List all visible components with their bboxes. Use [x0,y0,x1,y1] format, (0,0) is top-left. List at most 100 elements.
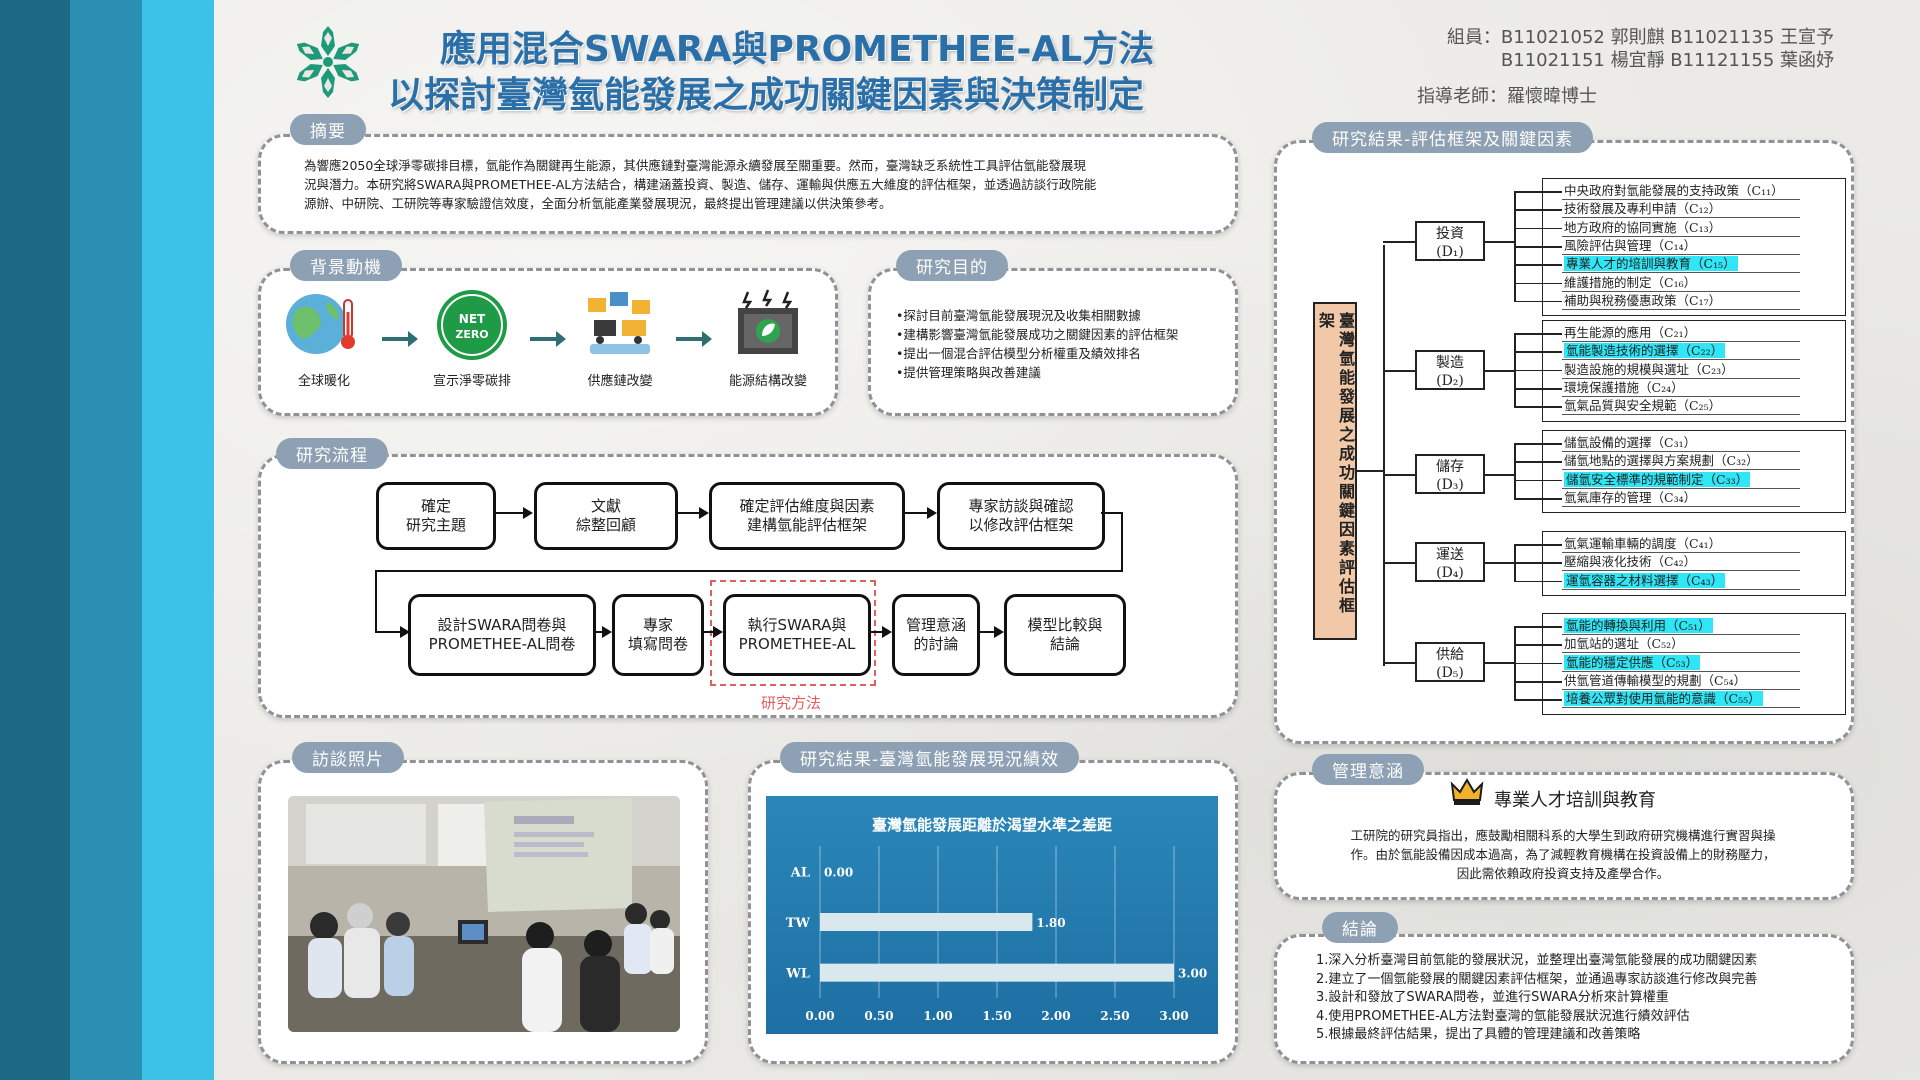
zero-badge-text: ZERO [455,328,488,341]
title-line-1: 應用混合SWARA與PROMETHEE-AL方法 [440,29,1155,70]
left-stripe-dark [0,0,70,1080]
abstract-panel [258,134,1238,234]
flow-arrow-1 [493,512,523,514]
abstract-line-1: 為響應2050全球淨零碳排目標，氫能作為關鍵再生能源，其供應鏈對臺灣能源永續發展… [304,158,1086,173]
bar-value-label: 1.80 [1036,916,1065,930]
bg-step-net-zero: 宣示淨零碳排 [432,374,511,389]
factor-item: 中央政府對氫能發展的支持政策（C₁₁） [1564,183,1784,199]
x-tick-label: 0.50 [864,1009,893,1023]
left-stripe-mid [70,0,142,1080]
flow-arrow-2 [675,512,699,514]
dimension-box-4: 運送(D₄) [1415,542,1485,582]
purpose-item-2: •建構影響臺灣氫能發展成功之關鍵因素的評估框架 [896,327,1179,342]
globe-thermometer-icon [286,294,355,354]
flow-arrow-3 [902,512,927,514]
dimension-code: (D₃) [1436,477,1464,493]
bg-step-global-warming: 全球暖化 [297,374,350,389]
implication-line-1: 工研院的研究員指出，應鼓勵相關科系的大學生到政府研究機構進行實習與操 [1350,828,1776,843]
bar-value-label: 0.00 [824,865,853,879]
photos-tag: 訪談照片 [292,742,404,773]
factor-item: 運氫容器之材料選擇（C₄₃） [1564,572,1726,588]
factor-item: 地方政府的協同實施（C₁₃） [1564,219,1722,235]
factor-item: 維護措施的制定（C₁₆） [1564,274,1697,290]
flow-box-implication: 管理意涵 的討論 [892,594,980,676]
flow-box-expert-interview: 專家訪談與確認 以修改評估框架 [937,482,1105,550]
flow-box-execute-swara: 執行SWARA與 PROMETHEE-AL [723,594,871,676]
flow-box-expert-fill: 專家 填寫問卷 [612,594,704,676]
flow-box-literature: 文獻 綜整回顧 [534,482,678,550]
abstract-line-2: 況與潛力。本研究將SWARA與PROMETHEE-AL方法結合，構建涵蓋投資、製… [304,177,1097,192]
factor-item: 氫氣運輸車輛的調度（C₄₁） [1564,536,1722,552]
factor-item: 氫氣品質與安全規範（C₂₅） [1564,398,1722,414]
dimension-name: 投資 [1436,226,1464,242]
dimension-code: (D₂) [1436,373,1464,389]
dimension-box-3: 儲存(D₃) [1415,454,1485,494]
x-tick-label: 2.00 [1041,1009,1070,1023]
interview-photo [288,796,680,1032]
dimension-code: (D₅) [1436,665,1464,681]
y-category-label: TW [786,916,811,931]
purpose-item-4: •提供管理策略與改善建議 [896,365,1041,380]
x-tick-label: 1.50 [982,1009,1011,1023]
y-category-label: AL [790,865,810,880]
factor-item: 供氫管道傳輸模型的規劃（C₅₄） [1564,673,1747,689]
factor-item: 儲氫設備的選擇（C₃₁） [1564,435,1697,451]
bar-tw [820,913,1033,931]
flow-connector-right [1101,512,1123,514]
factor-item: 壓縮與液化技術（C₄₂） [1564,554,1697,570]
implication-tag: 管理意涵 [1312,754,1424,785]
conclusion-item-5: 5.根據最終評估結果，提出了具體的管理建議和改善策略 [1316,1027,1641,1042]
crown-icon [1450,778,1484,805]
conclusion-item-4: 4.使用PROMETHEE-AL方法對臺灣的氫能發展狀況進行績效評估 [1316,1008,1690,1024]
bg-step-supply-chain: 供應鏈改變 [587,374,653,389]
left-stripe-light [142,0,214,1080]
x-tick-label: 0.00 [805,1009,834,1023]
factor-item: 培養公眾對使用氫能的意識（C₅₅） [1564,691,1763,707]
method-label: 研究方法 [760,694,821,712]
dimension-box-5: 供給 (D₅) [1415,642,1485,682]
dimension-name: 供給 [1436,647,1464,663]
conclusion-item-3: 3.設計和發放了SWARA問卷，並進行SWARA分析來計算權重 [1316,990,1669,1005]
dimension-box-2: 製造(D₂) [1415,350,1485,390]
framework-tag: 研究結果-評估框架及關鍵因素 [1312,122,1594,153]
x-tick-label: 1.00 [923,1009,952,1023]
bar-wl [820,963,1174,982]
purpose-item-1: •探討目前臺灣氫能發展現況及收集相關數據 [896,308,1141,323]
flow-box-topic: 確定 研究主題 [376,482,496,550]
factor-item: 氫能的穩定供應（C₅₃） [1564,654,1701,670]
abstract-tag: 摘要 [290,114,366,145]
snowflake-logo-icon [293,26,363,98]
factor-item: 再生能源的應用（C₂₁） [1564,325,1697,341]
performance-tag: 研究結果-臺灣氫能發展現況績效 [780,742,1080,773]
performance-chart-area: 臺灣氫能發展距離於渴望水準之差距 0.00 0.50 1.00 1.50 2.00 2.50… [766,796,1218,1034]
abstract-line-3: 源辦、中研院、工研院等專家驗證信效度，全面分析氫能產業發展現況，最終提出管理建議… [304,196,892,211]
conclusion-item-1: 1.深入分析臺灣目前氫能的發展狀況，並整理出臺灣氫能發展的成功關鍵因素 [1316,953,1758,968]
supply-chain-icon [588,292,650,354]
framework-root-box: 臺灣氫能發展之成功關鍵因素評估框架 [1313,302,1357,640]
bg-arrow-3 [676,331,712,347]
conclusion-tag: 結論 [1322,912,1398,943]
title-line-2: 以探討臺灣氫能發展之成功關鍵因素與決策制定 [388,75,1145,116]
bg-arrow-2 [530,331,566,347]
flow-box-framework: 確定評估維度與因素 建構氫能評估框架 [709,482,905,550]
factor-item: 環境保護措施（C₂₄） [1564,380,1684,396]
factor-item: 加氫站的選址（C₅₂） [1564,636,1684,652]
dimension-name: 運送 [1436,547,1464,563]
factor-item: 風險評估與管理（C₁₄） [1564,238,1697,254]
flow-box-questionnaire-design: 設計SWARA問卷與 PROMETHEE-AL問卷 [408,594,596,676]
factor-item: 儲氫地點的選擇與方案規劃（C₃₂） [1564,453,1759,469]
x-tick-label: 2.50 [1100,1009,1129,1023]
factor-item: 儲氫安全標準的規範制定（C₃₃） [1564,471,1751,487]
factor-item: 專業人才的培訓與教育（C₁₅） [1564,256,1738,272]
chart-title: 臺灣氫能發展距離於渴望水準之差距 [872,816,1112,834]
background-tag: 背景動機 [290,250,402,281]
advisor: 指導老師：羅懷暐博士 [1417,86,1597,107]
implication-line-3: 因此需依賴政府投資支持及產學合作。 [1456,866,1670,881]
net-badge-text: NET [459,312,486,326]
process-tag: 研究流程 [276,438,388,469]
x-tick-label: 3.00 [1159,1009,1188,1023]
purpose-tag: 研究目的 [896,250,1008,281]
implication-line-2: 作。由於氫能設備因成本過高，為了減輕教育機構在投資設備上的財務壓力， [1350,847,1776,862]
factor-item: 製造設施的規模與選址（C₂₃） [1564,361,1734,377]
flow-box-comparison: 模型比較與 結論 [1004,594,1126,676]
